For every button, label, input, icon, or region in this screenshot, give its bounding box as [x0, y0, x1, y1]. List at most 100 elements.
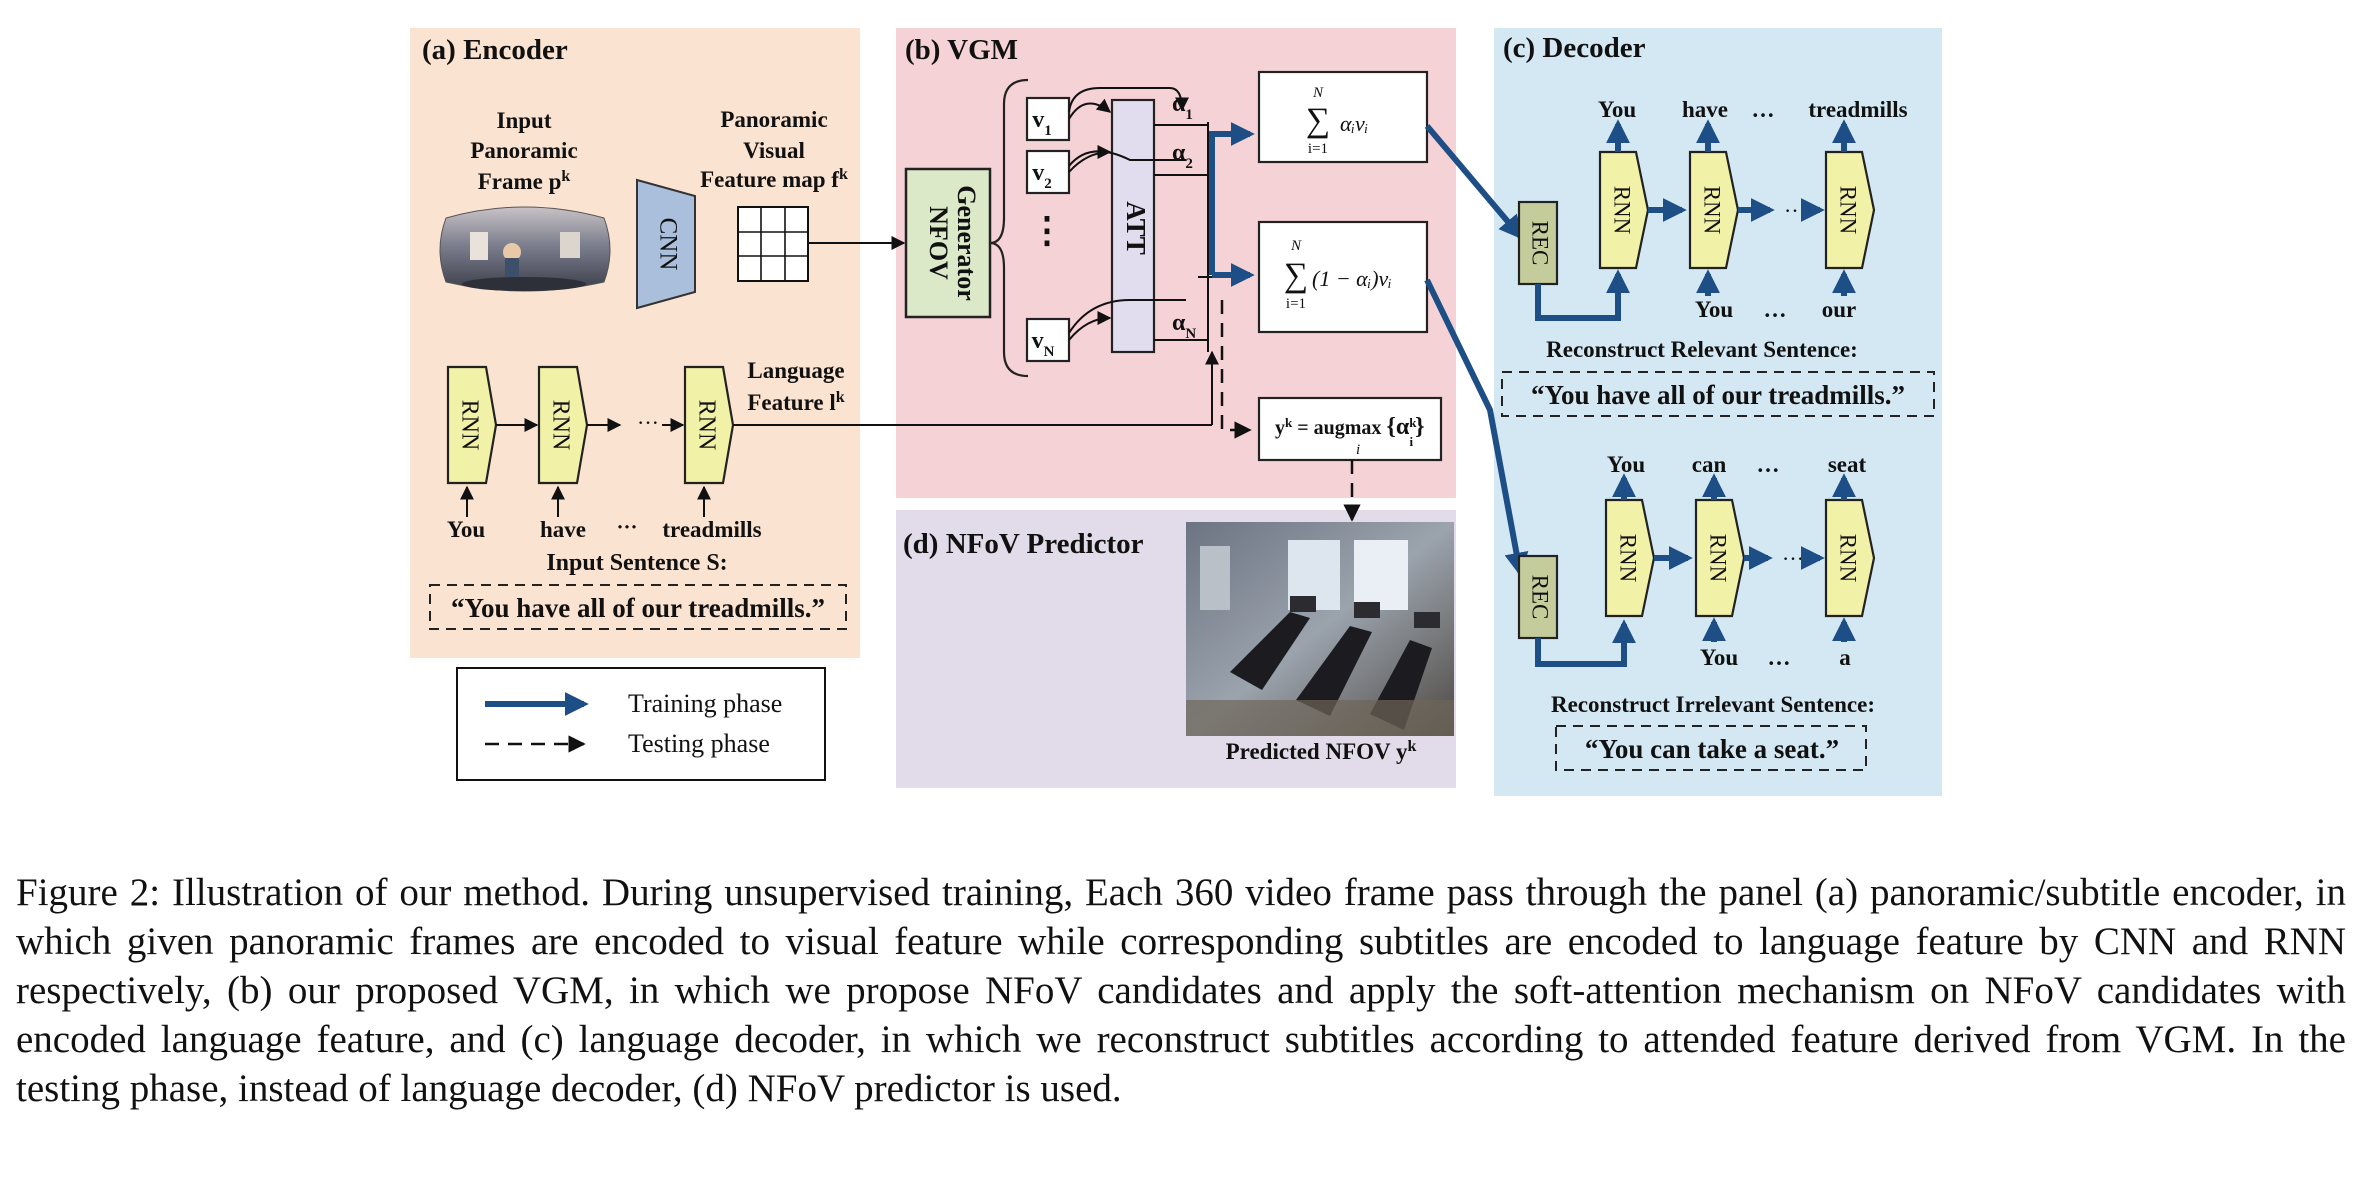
candidate-brace [989, 78, 1029, 378]
svg-text:NFOV: NFOV [924, 206, 953, 280]
method-figure: (a) Encoder (b) VGM (c) Decoder (d) NFoV… [410, 28, 1942, 796]
encoder-title: (a) Encoder [422, 34, 568, 66]
svg-text:…: … [1764, 297, 1787, 322]
relevant-sum-arrow [1209, 122, 1255, 275]
candidate-dots: ⋮ [1029, 210, 1065, 250]
svg-text:∑: ∑ [1284, 257, 1308, 294]
attention-module: ATT [1110, 98, 1156, 354]
svg-text:RNN: RNN [456, 400, 482, 451]
encoder-rnn-3: RNN [683, 365, 735, 485]
decoder-bottom-rnn-2: RNN [1694, 498, 1746, 618]
predicted-nfov-image [1186, 522, 1454, 736]
visual-feature-label: Panoramic Visual Feature map fk [700, 107, 848, 192]
svg-text:REC: REC [1528, 221, 1553, 266]
decoder-rec-bottom: REC [1517, 554, 1559, 640]
svg-text:RNN: RNN [1616, 534, 1641, 583]
svg-text:have: have [540, 517, 586, 542]
svg-text:αN: αN [1172, 310, 1196, 342]
relevant-sentence: “You have all of our treadmills.” [1531, 380, 1905, 410]
svg-text:i=1: i=1 [1308, 141, 1328, 157]
svg-text:You: You [1695, 297, 1734, 322]
legend-testing-label: Testing phase [628, 729, 770, 758]
svg-text:ATT: ATT [1121, 201, 1151, 255]
decoder-rec-top: REC [1517, 200, 1559, 286]
svg-text:seat: seat [1828, 452, 1867, 477]
input-sentence: “You have all of our treadmills.” [451, 593, 825, 623]
svg-text:…: … [1757, 452, 1780, 477]
input-sentence-title: Input Sentence S: [546, 550, 727, 576]
svg-text:have: have [1682, 97, 1728, 122]
decoder-bottom-inputs: You … a [1700, 645, 1851, 670]
svg-text:v2: v2 [1032, 160, 1052, 192]
svg-text:i=1: i=1 [1286, 296, 1306, 312]
svg-text:v1: v1 [1032, 107, 1052, 139]
svg-text:RNN: RNN [1836, 186, 1861, 235]
legend-training-label: Training phase [628, 689, 782, 718]
encoder-rnn-dots: ··· [637, 410, 659, 435]
decoder-bottom-outputs: You can … seat [1607, 452, 1867, 477]
svg-text:a: a [1839, 645, 1851, 670]
encoder-rnn-2: RNN [537, 365, 589, 485]
svg-text:α2: α2 [1172, 140, 1193, 172]
decoder-bottom-dots: … [1782, 540, 1804, 565]
legend: Training phase Testing phase [456, 667, 826, 781]
decoder-bottom-rnn-3: RNN [1824, 498, 1876, 618]
svg-text:You: You [1598, 97, 1637, 122]
decoder-top-inputs: You … our [1695, 297, 1856, 322]
language-feature-label: Language Feature lk [747, 358, 844, 415]
decoder-bottom-rnn-1: RNN [1604, 498, 1656, 618]
svg-text:Panoramic: Panoramic [470, 138, 577, 163]
decoder-top-rnn-2: RNN [1688, 150, 1740, 270]
vgm-title: (b) VGM [905, 34, 1018, 66]
panoramic-frame-image [439, 206, 611, 292]
candidate-v1: v1 [1025, 96, 1071, 142]
decoder-top-rnn-1: RNN [1598, 150, 1650, 270]
svg-text:Language: Language [747, 358, 844, 383]
irrelevant-to-decoder-arrow [1424, 278, 1529, 577]
candidate-v2: v2 [1025, 149, 1071, 195]
svg-text:N: N [1290, 238, 1302, 254]
input-frame-label: Input Panoramic Frame pk [470, 108, 577, 194]
svg-text:treadmills: treadmills [1808, 97, 1907, 122]
svg-text:yk = augmax {αki}: yk = augmax {αki} [1275, 414, 1425, 449]
relevant-to-decoder-arrow [1424, 124, 1524, 240]
svg-text:RNN: RNN [1610, 186, 1635, 235]
svg-text:Generator: Generator [952, 185, 981, 301]
weighted-sum-irrelevant: N ∑ i=1 (1 − αᵢ)vᵢ [1257, 220, 1429, 334]
cnn-block: CNN [636, 178, 696, 310]
irrelevant-sentence-box [1555, 725, 1867, 771]
figure-caption: Figure 2: Illustration of our method. Du… [16, 871, 2346, 1110]
predicted-nfov-caption: Predicted NFOV yk [1226, 738, 1417, 765]
svg-text:vN: vN [1032, 328, 1055, 360]
svg-text:RNN: RNN [693, 400, 719, 451]
encoder-rnn-1: RNN [446, 365, 498, 485]
candidate-vn: vN [1025, 317, 1071, 363]
relevant-sentence-title: Reconstruct Relevant Sentence: [1546, 337, 1858, 362]
svg-text:i: i [1356, 442, 1360, 458]
testing-dashed-path [1220, 300, 1252, 439]
svg-text:You: You [1607, 452, 1646, 477]
svg-text:(1 − αᵢ)vᵢ: (1 − αᵢ)vᵢ [1312, 266, 1392, 291]
decoder-title: (c) Decoder [1503, 32, 1646, 64]
irrelevant-sentence: “You can take a seat.” [1585, 734, 1839, 764]
predictor-title: (d) NFoV Predictor [903, 528, 1144, 560]
svg-text:···: ··· [616, 515, 637, 539]
svg-text:Feature map fk: Feature map fk [700, 166, 848, 193]
decoder-top-dots: … [1784, 192, 1806, 217]
svg-text:αᵢvᵢ: αᵢvᵢ [1340, 111, 1368, 136]
decoder-top-rnn-3: RNN [1824, 150, 1876, 270]
svg-text:RNN: RNN [1836, 534, 1861, 583]
weighted-sum-relevant: N ∑ i=1 αᵢvᵢ [1257, 70, 1429, 164]
svg-text:can: can [1692, 452, 1727, 477]
nfov-generator: NFOV Generator [904, 167, 992, 319]
irrelevant-sentence-title: Reconstruct Irrelevant Sentence: [1551, 692, 1875, 717]
input-sentence-box [429, 584, 847, 630]
svg-text:You: You [447, 517, 486, 542]
encoder-input-words: You have ··· treadmills [447, 515, 762, 542]
svg-text:∑: ∑ [1306, 102, 1330, 139]
svg-text:α1: α1 [1172, 91, 1193, 123]
svg-text:our: our [1822, 297, 1857, 322]
svg-text:…: … [1752, 97, 1775, 122]
svg-text:RNN: RNN [1700, 186, 1725, 235]
